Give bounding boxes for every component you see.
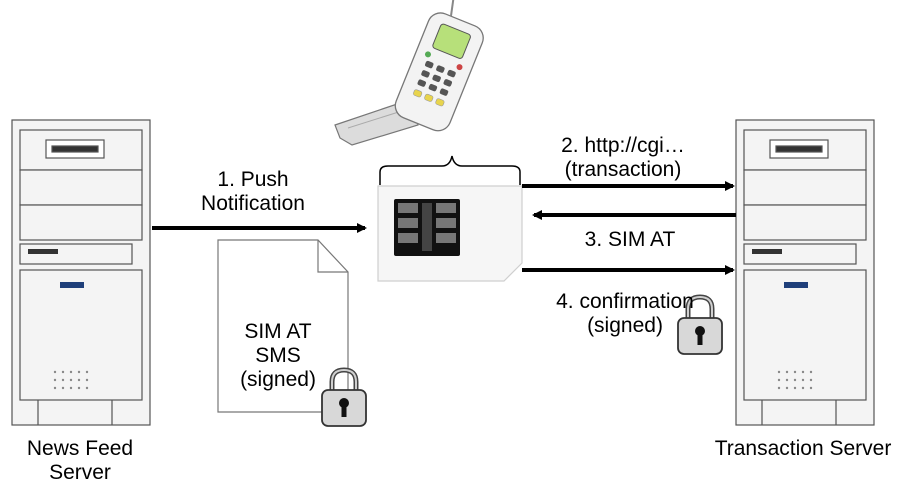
label-sms-document: SIM AT SMS (signed) bbox=[240, 320, 316, 391]
brace bbox=[379, 155, 521, 185]
sim-chip bbox=[394, 199, 460, 256]
label-push-notification: 1. Push Notification bbox=[201, 168, 305, 215]
label-confirmation: 4. confirmation (signed) bbox=[556, 290, 694, 337]
news-feed-server-icon bbox=[11, 119, 151, 426]
padlock-icon bbox=[321, 367, 367, 427]
document-icon bbox=[217, 239, 349, 413]
label-news-feed-server: News Feed Server bbox=[26, 437, 134, 484]
transaction-server-icon bbox=[735, 119, 875, 426]
label-sim-at: 3. SIM AT bbox=[584, 228, 676, 251]
label-http-transaction: 2. http://cgi… (transaction) bbox=[561, 134, 685, 181]
label-transaction-server: Transaction Server bbox=[714, 437, 892, 460]
padlock-icon bbox=[677, 294, 723, 355]
mobile-phone-icon bbox=[334, 0, 484, 146]
sim-card-icon bbox=[377, 185, 523, 282]
